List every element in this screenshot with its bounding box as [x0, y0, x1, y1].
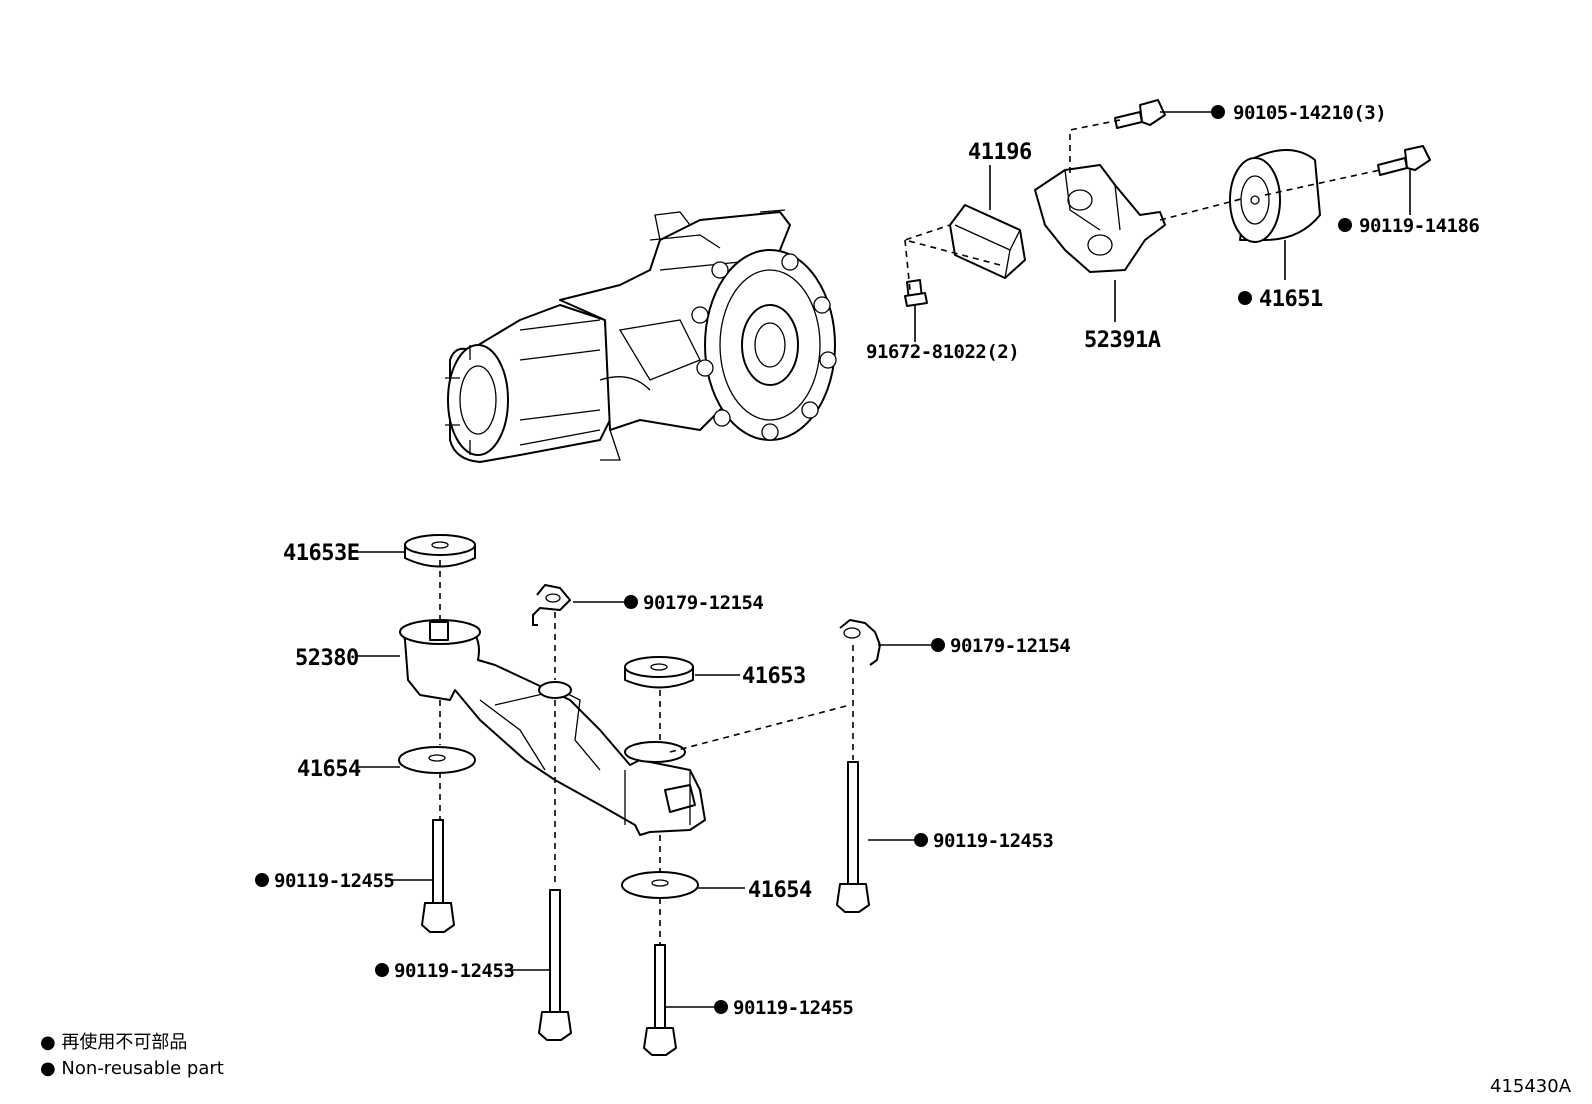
bracket-90179-right — [839, 619, 881, 666]
bracket-90179-left — [532, 584, 571, 626]
label-91672-81022: 91672-81022(2) — [866, 341, 1019, 363]
label-41196: 41196 — [968, 140, 1032, 165]
part-52380-member — [399, 619, 706, 836]
part-41651-bushing — [1229, 149, 1321, 243]
legend-non-reusable-jp: ● 再使用不可部品 — [40, 1032, 187, 1053]
part-41653E-cushion — [404, 534, 476, 568]
label-90119-12455-left: 90119-12455 — [274, 870, 394, 892]
part-41653-cushion — [624, 656, 694, 689]
part-41196-block — [949, 204, 1026, 279]
label-41653E: 41653E — [283, 541, 359, 566]
label-90119-12453-center: 90119-12453 — [394, 960, 514, 982]
part-41654-washer-right — [621, 871, 699, 899]
label-90119-12453-right: 90119-12453 — [933, 830, 1053, 852]
bolt-90119-12453-right — [836, 761, 870, 913]
label-41654-right: 41654 — [748, 878, 812, 903]
bolt-91672-drawing — [904, 279, 928, 307]
label-41651: 41651 — [1259, 287, 1323, 312]
label-41653: 41653 — [742, 664, 806, 689]
bolt-90119-12455-left — [421, 819, 455, 933]
diagram-code: 415430A — [1490, 1076, 1572, 1097]
part-52391A-bracket — [1034, 164, 1166, 273]
bolt-90119-12455-right — [643, 944, 677, 1056]
label-52380: 52380 — [295, 646, 359, 671]
bolt-90119-12453-center — [538, 889, 572, 1041]
bolt-90105-drawing — [1114, 99, 1166, 129]
label-90179-12154-right: 90179-12154 — [950, 635, 1070, 657]
label-52391A: 52391A — [1084, 328, 1161, 353]
legend-non-reusable-en: ● Non-reusable part — [40, 1058, 224, 1079]
bolt-90119-14186-drawing — [1377, 145, 1431, 176]
differential-assembly-drawing — [445, 209, 837, 463]
label-90119-14186: 90119-14186 — [1359, 215, 1479, 237]
label-41654-left: 41654 — [297, 757, 361, 782]
label-90179-12154-left: 90179-12154 — [643, 592, 763, 614]
label-90105-14210: 90105-14210(3) — [1233, 102, 1386, 124]
label-90119-12455-right: 90119-12455 — [733, 997, 853, 1019]
part-41654-washer-left — [398, 746, 476, 774]
